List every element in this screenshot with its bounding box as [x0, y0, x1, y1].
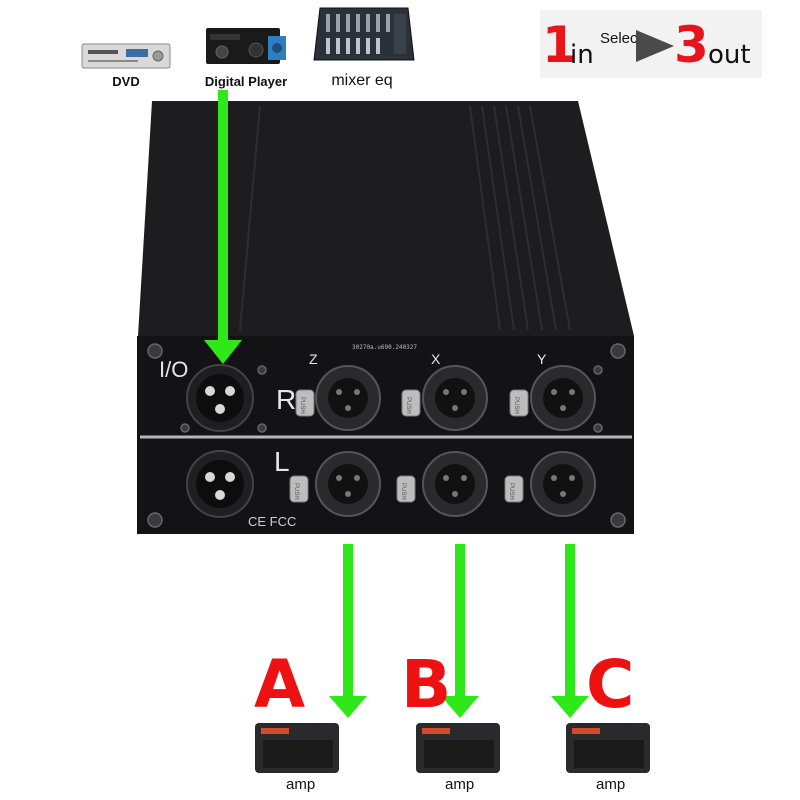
- certification-label: CE FCC: [248, 514, 297, 529]
- panel-screws: [147, 343, 626, 528]
- amp-icon: [416, 723, 500, 773]
- xlr-female-x-r[interactable]: [422, 365, 488, 431]
- push-latches[interactable]: [289, 389, 529, 503]
- badge-arrow-icon: [636, 30, 674, 62]
- badge-select-word: Select: [600, 30, 642, 47]
- push-label: PUSH: [400, 483, 406, 500]
- channel-l-label: L: [274, 446, 290, 477]
- port-z-label: Z: [309, 351, 318, 367]
- output-letter-a: A: [254, 646, 306, 723]
- amp-label-b: amp: [445, 776, 475, 793]
- port-y-label: Y: [537, 351, 547, 367]
- badge-out-word: out: [708, 40, 751, 70]
- io-xlr-male-l[interactable]: [186, 450, 254, 518]
- xlr-female-x-l[interactable]: [422, 451, 488, 517]
- source-dvd-label: DVD: [112, 74, 140, 89]
- badge-out-count: 3: [674, 16, 709, 74]
- xlr-female-y-r[interactable]: [530, 365, 596, 431]
- xlr-female-z-l[interactable]: [315, 451, 381, 517]
- port-x-label: X: [431, 351, 441, 367]
- push-label: PUSH: [293, 483, 299, 500]
- output-letter-c: C: [586, 646, 635, 723]
- source-digital-player: Digital Player: [200, 22, 292, 96]
- push-label: PUSH: [513, 397, 519, 414]
- mixer-icon: [313, 7, 415, 61]
- io-xlr-male-r[interactable]: [186, 364, 254, 432]
- digital-player-icon: [206, 28, 286, 64]
- output-arrow-a: [329, 544, 367, 718]
- amp-label-c: amp: [596, 776, 626, 793]
- amp-icon: [566, 723, 650, 773]
- channel-r-label: R: [276, 384, 297, 415]
- input-arrow: [204, 90, 242, 364]
- io-label: I/O: [159, 357, 189, 382]
- source-mixer: mixer eq: [312, 2, 420, 96]
- push-label: PUSH: [405, 397, 411, 414]
- badge-in-count: 1: [542, 16, 577, 74]
- serial-number: 30270a.u690.240327: [352, 344, 418, 351]
- device-heatsink-ridges: [239, 105, 571, 331]
- xlr-female-y-l[interactable]: [530, 451, 596, 517]
- routing-badge: 1 in Select 3 out: [540, 10, 762, 78]
- push-label: PUSH: [508, 483, 514, 500]
- badge-in-word: in: [570, 40, 594, 70]
- source-dvd: DVD: [80, 36, 172, 96]
- output-letter-b: B: [401, 646, 452, 723]
- output-arrow-b: [441, 544, 479, 718]
- amp-label-a: amp: [286, 776, 316, 793]
- amp-icon: [255, 723, 339, 773]
- xlr-female-z-r[interactable]: [315, 365, 381, 431]
- push-label: PUSH: [299, 397, 305, 414]
- source-digital-player-label: Digital Player: [204, 74, 288, 89]
- source-mixer-label: mixer eq: [331, 72, 393, 89]
- dvd-player-icon: [81, 43, 171, 69]
- device-top-cover: [138, 101, 634, 336]
- output-arrow-c: [551, 544, 589, 718]
